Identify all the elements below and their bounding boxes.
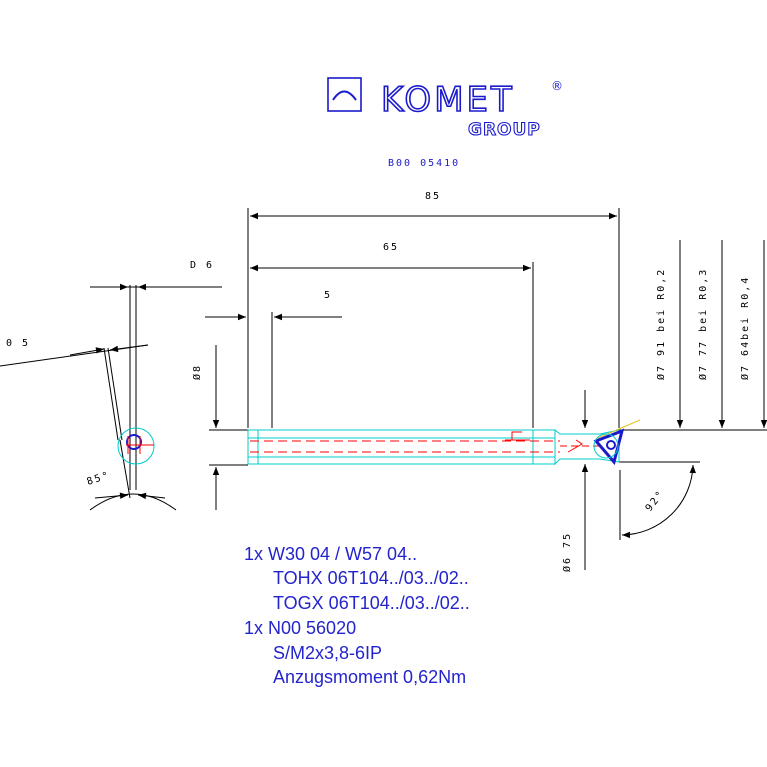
label-92-deg: 92° <box>644 488 667 514</box>
label-dia-r04: Ø7 64bei R0,4 <box>739 276 751 380</box>
label-d05: 0 5 <box>6 338 30 349</box>
spec-line-3: TOGX 06T104../03../02.. <box>273 593 470 613</box>
label-d8: Ø8 <box>191 364 203 380</box>
spec-line-5: S/M2x3,8-6IP <box>273 643 383 663</box>
drawing-code: B00 05410 <box>388 158 460 169</box>
spec-line-6: Anzugsmoment 0,62Nm <box>273 667 467 687</box>
label-5: 5 <box>324 290 332 301</box>
extension-lines <box>209 208 767 540</box>
dim-92-arc <box>621 464 696 539</box>
shank-outline <box>247 429 556 465</box>
label-dia-r03: Ø7 77 bei R0,3 <box>697 268 709 380</box>
detail-circle <box>117 427 155 465</box>
logo-box-icon <box>327 77 362 112</box>
label-65: 65 <box>383 242 399 253</box>
label-dia-r02: Ø7 91 bei R0,2 <box>655 268 667 380</box>
spec-line-4: 1x N00 56020 <box>244 618 357 638</box>
tool-body <box>247 419 641 466</box>
logo-arc-icon <box>332 90 357 101</box>
label-85-deg: 85° <box>86 470 112 488</box>
label-d6: D 6 <box>190 260 214 271</box>
label-85: 85 <box>425 191 441 202</box>
spec-line-2: TOHX 06T104../03../02.. <box>273 568 469 588</box>
label-d675: Ø6 75 <box>561 532 573 572</box>
komet-logo: KOMET ® GROUP <box>327 77 563 141</box>
brand-name: KOMET <box>381 80 515 120</box>
insert-triangle-icon <box>593 428 625 466</box>
detail-view <box>0 283 222 511</box>
spec-line-1: 1x W30 04 / W57 04.. <box>244 544 418 564</box>
brand-registered-mark: ® <box>551 79 563 93</box>
brand-group: GROUP <box>468 120 541 140</box>
dimension-lines <box>205 212 767 570</box>
neck-outline <box>554 428 620 466</box>
